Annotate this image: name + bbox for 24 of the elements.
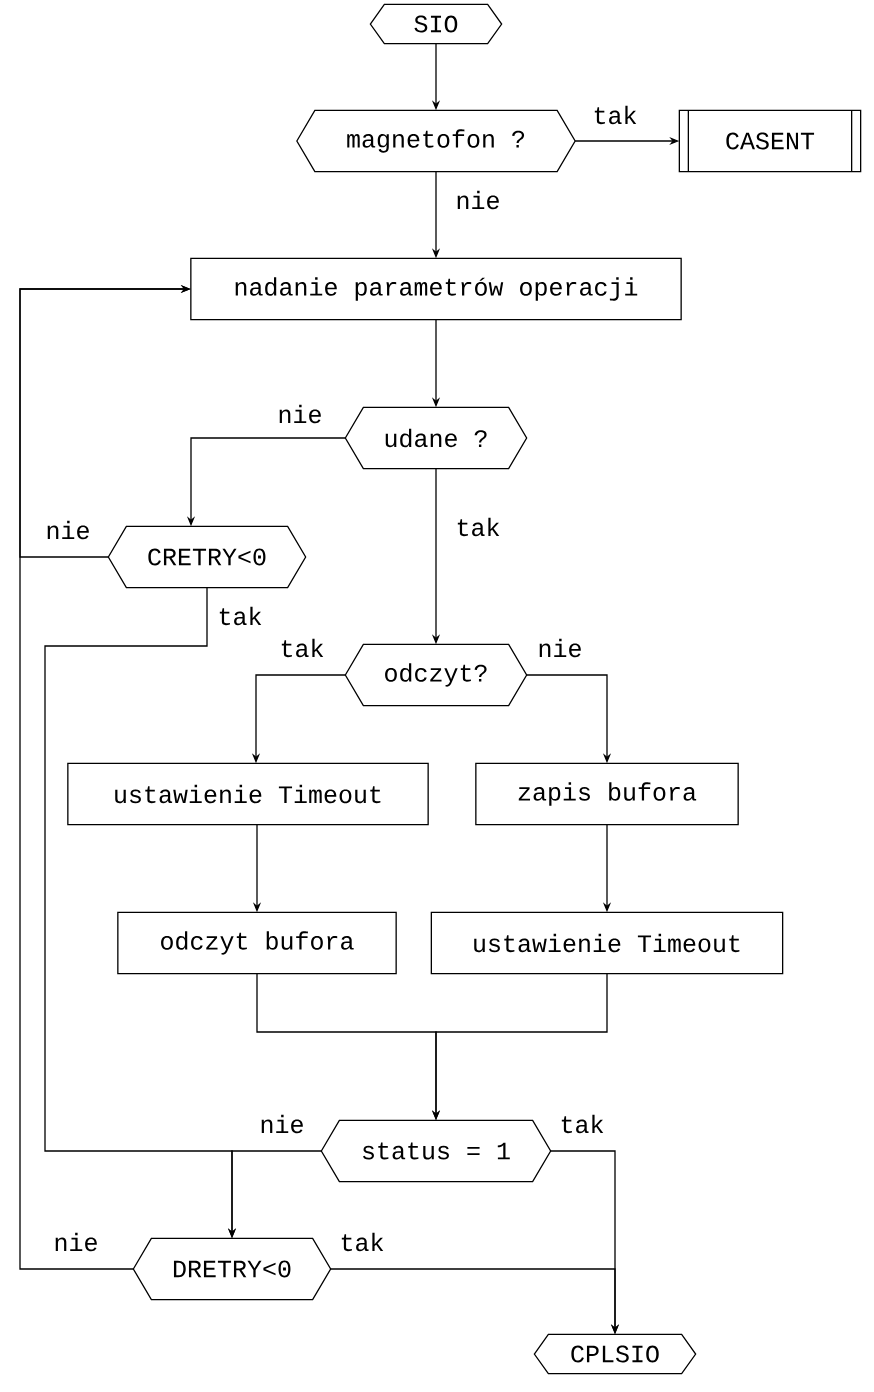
process-box: zapis bufora xyxy=(475,762,739,826)
edge-label: tak xyxy=(215,604,265,628)
edge-label: tak xyxy=(557,1112,607,1136)
decision-hexagon: magnetofon ? xyxy=(296,109,576,173)
process-box: nadanie parametrów operacji xyxy=(190,257,682,321)
decision-hexagon: CRETRY<0 xyxy=(107,525,307,589)
edge-label: nie xyxy=(453,188,503,212)
process-box: odczyt bufora xyxy=(117,911,397,975)
edge-label: nie xyxy=(43,518,93,542)
decision-hexagon: status = 1 xyxy=(320,1119,552,1183)
process-box: ustawienie Timeout xyxy=(67,762,429,826)
decision-hexagon: DRETRY<0 xyxy=(132,1237,332,1301)
edge-label: tak xyxy=(277,636,327,660)
edge-label: tak xyxy=(453,515,503,539)
subroutine-box: CASENT xyxy=(678,109,862,173)
edge-label: nie xyxy=(51,1230,101,1254)
edge-label: tak xyxy=(337,1230,387,1254)
edge-label: nie xyxy=(275,402,325,426)
edge-label: nie xyxy=(257,1112,307,1136)
edge-label: tak xyxy=(590,103,640,127)
edge-label: nie xyxy=(535,636,585,660)
process-box: ustawienie Timeout xyxy=(430,911,784,975)
decision-hexagon: udane ? xyxy=(344,406,528,470)
decision-hexagon: odczyt? xyxy=(344,643,528,707)
